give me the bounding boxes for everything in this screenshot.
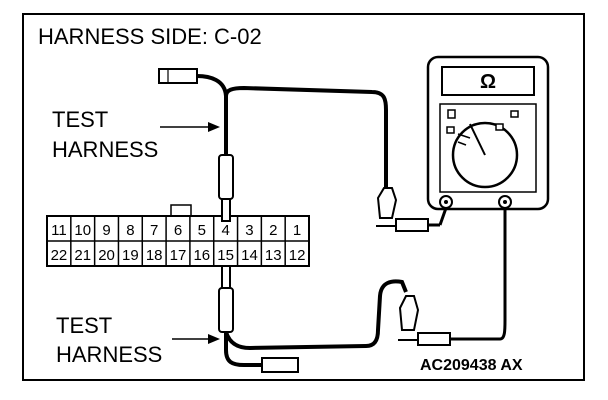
top-row-pin-8: 8	[126, 222, 134, 239]
upper-test-harness	[158, 68, 448, 232]
diagram-title: HARNESS SIDE: C-02	[38, 24, 262, 49]
dial-pointer	[469, 123, 486, 156]
top-row-pin-1: 1	[293, 222, 301, 239]
reference-code: AC209438 AX	[420, 357, 523, 374]
test-harness-lower-line2: HARNESS	[56, 342, 162, 367]
bottom-row-pin-13: 13	[265, 247, 282, 264]
bottom-row-pin-18: 18	[146, 247, 163, 264]
top-row-pin-6: 6	[174, 222, 182, 239]
top-row-pin-10: 10	[74, 222, 91, 239]
connector-bottom-row: 22 21 20 19 18 17 16 15 14 13 12	[51, 241, 306, 266]
top-row-pin-9: 9	[102, 222, 110, 239]
bottom-row-pin-16: 16	[193, 247, 210, 264]
test-harness-lower-line1: TEST	[56, 313, 112, 338]
bottom-row-pin-22: 22	[51, 247, 68, 264]
diagram-border	[22, 13, 585, 381]
bottom-row-pin-19: 19	[122, 247, 139, 264]
top-row-pin-3: 3	[245, 222, 253, 239]
top-row-pin-4: 4	[221, 222, 229, 239]
top-row-pin-2: 2	[269, 222, 277, 239]
meter-display	[441, 66, 535, 96]
top-row-pin-5: 5	[198, 222, 206, 239]
test-harness-upper-line2: HARNESS	[52, 137, 158, 162]
ohm-symbol: Ω	[480, 71, 496, 93]
bottom-row-pin-14: 14	[241, 247, 258, 264]
bottom-row-pin-21: 21	[74, 247, 91, 264]
lower-label-arrow	[172, 334, 220, 344]
test-harness-upper-line1: TEST	[52, 107, 108, 132]
bottom-row-pin-20: 20	[98, 247, 115, 264]
bottom-row-pin-12: 12	[289, 247, 306, 264]
multimeter: Ω	[426, 55, 550, 211]
bottom-row-pin-15: 15	[217, 247, 234, 264]
top-row-pin-7: 7	[150, 222, 158, 239]
lower-test-harness	[218, 208, 507, 373]
top-row-pin-11: 11	[51, 222, 67, 239]
upper-label-arrow	[160, 122, 220, 132]
bottom-row-pin-17: 17	[170, 247, 187, 264]
